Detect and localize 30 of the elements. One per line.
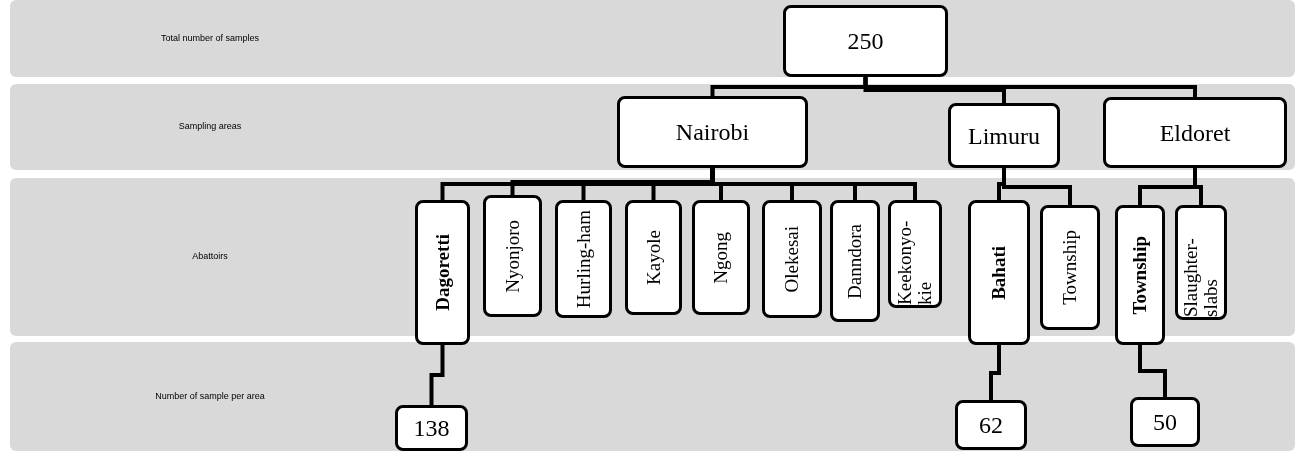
text-box: 62 — [955, 400, 1027, 450]
vertical-text-box: Township — [1040, 205, 1100, 330]
connector-line — [429, 345, 445, 405]
vertical-text-box: Danndora — [830, 200, 880, 322]
row-band — [10, 342, 1295, 451]
text-box: 250 — [783, 5, 948, 77]
text-box: Nairobi — [617, 96, 808, 168]
vertical-text-box: Township — [1115, 205, 1165, 345]
row-label: Number of sample per area — [154, 389, 266, 403]
vertical-text-box: Ngong — [692, 200, 750, 315]
vertical-text-box: Nyonjoro — [483, 195, 542, 317]
vertical-text-box: Dagoretti — [415, 200, 470, 345]
vertical-text-box: Olekesai — [762, 200, 822, 318]
vertical-text-box: Kayole — [625, 200, 682, 315]
text-box: 138 — [395, 405, 468, 451]
text-box: Eldoret — [1103, 97, 1287, 168]
vertical-text-box: Hurling-ham — [555, 200, 612, 318]
row-label: Total number of samples — [159, 31, 260, 45]
vertical-text-box: Keekonyo-kie — [888, 200, 942, 308]
text-box: 50 — [1130, 397, 1200, 447]
connector-line — [863, 77, 1197, 97]
connector-line — [989, 345, 1001, 400]
row-label: Sampling areas — [177, 120, 243, 134]
row-label: Abattoirs — [191, 250, 229, 264]
text-box: Limuru — [948, 103, 1060, 168]
row-band — [10, 84, 1295, 170]
vertical-text-box: Bahati — [968, 200, 1030, 345]
vertical-text-box: Slaughter-slabs — [1175, 205, 1227, 320]
row-band — [10, 0, 1295, 77]
connector-line — [1138, 345, 1167, 397]
